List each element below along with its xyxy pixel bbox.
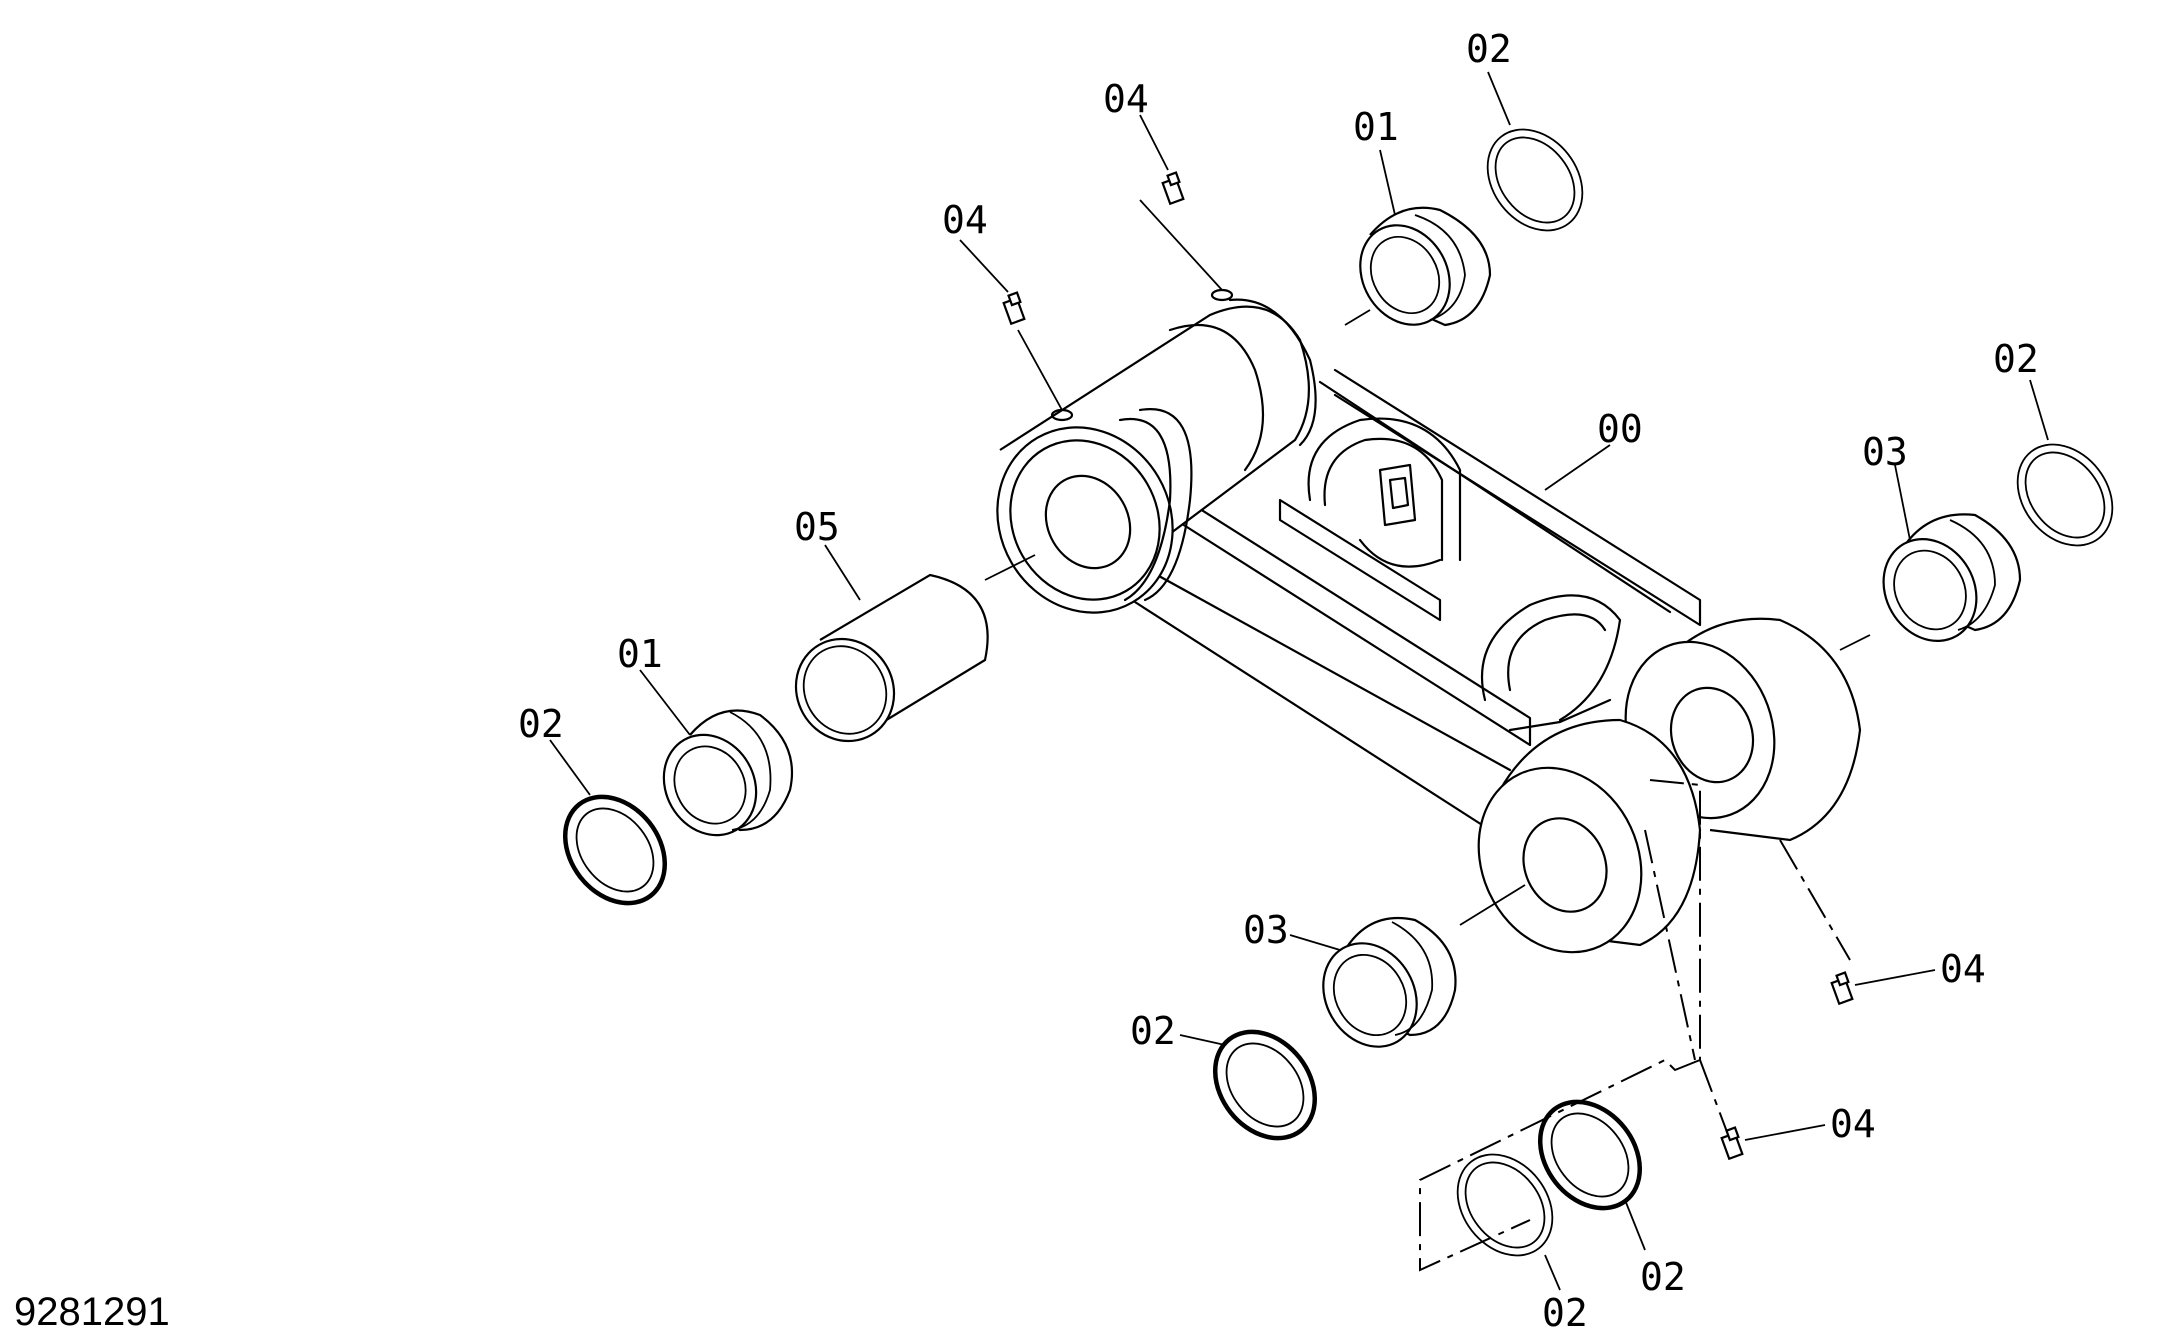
callout-02-lower-mid: 02 [1130, 1009, 1176, 1053]
seal-part-02-left [562, 794, 668, 906]
callout-02-top: 02 [1466, 27, 1512, 71]
callout-04-upper-left: 04 [942, 198, 988, 242]
seal-part-02-top-right [1486, 128, 1584, 232]
callout-02-far-right: 02 [1993, 337, 2039, 381]
callout-02-bottom-a: 02 [1542, 1291, 1588, 1335]
hidden-lines [1419, 779, 1851, 1272]
grease-fitting-part-04-bottom [1720, 1126, 1744, 1161]
callout-04-top: 04 [1103, 77, 1149, 121]
grease-fitting-part-04-upper-left [1002, 291, 1026, 326]
leader-lines [549, 71, 2049, 1291]
seal-part-02-far-right [2016, 443, 2114, 547]
bushing-part-01-upper [1344, 206, 1492, 327]
seal-part-02-lower-mid [1212, 1029, 1318, 1141]
bushing-part-01-lower [662, 709, 794, 837]
callout-04-bottom: 04 [1830, 1102, 1876, 1146]
callout-03-right: 03 [1862, 430, 1908, 474]
bushing-part-03-lower [1322, 884, 1526, 1048]
callout-05: 05 [794, 505, 840, 549]
seal-part-02-bottom-a [1456, 1153, 1554, 1257]
callout-00: 00 [1597, 407, 1643, 451]
drawing-number: 9281291 [14, 1290, 170, 1334]
grease-fitting-part-04-top [1161, 171, 1185, 206]
bushing-part-03-right [1839, 513, 2022, 651]
callout-01-lower: 01 [617, 632, 663, 676]
callout-04-right: 04 [1940, 947, 1986, 991]
grease-fitting-part-04-right [1830, 971, 1854, 1006]
pin-part-05 [794, 554, 1036, 743]
callout-03-lower: 03 [1243, 908, 1289, 952]
link-body-part-00 [996, 288, 1862, 954]
seal-part-02-bottom-b [1537, 1099, 1643, 1211]
callout-02-left: 02 [518, 702, 564, 746]
callout-01-upper: 01 [1353, 105, 1399, 149]
callout-02-bottom-b: 02 [1640, 1255, 1686, 1299]
